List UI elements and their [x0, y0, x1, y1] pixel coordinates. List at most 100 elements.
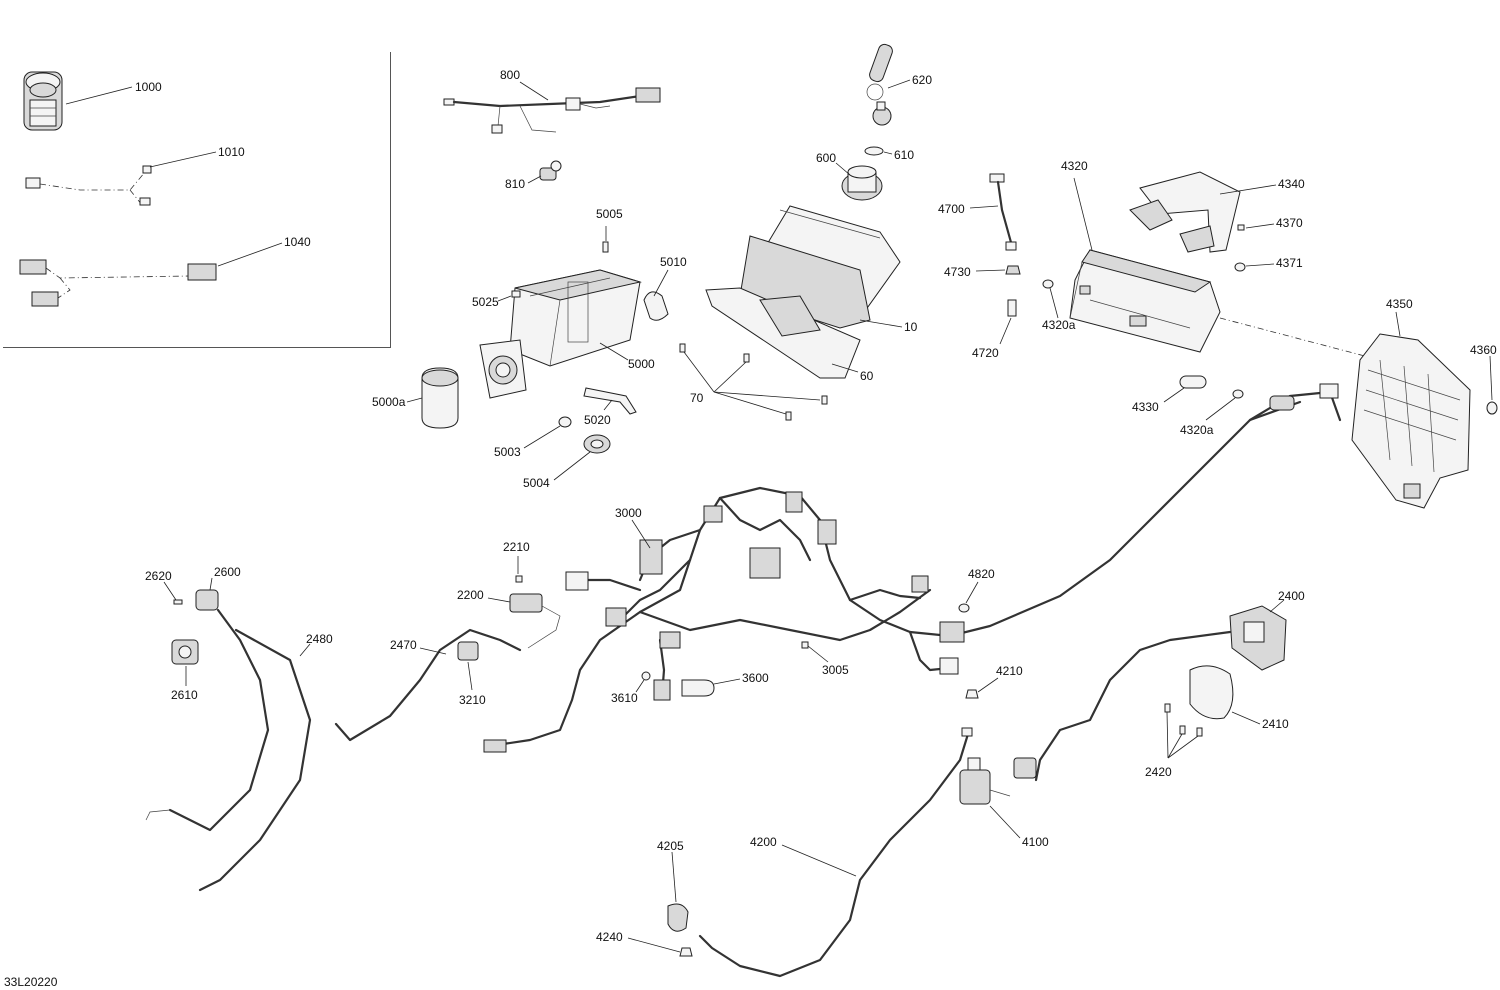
relay-icon	[959, 757, 1037, 805]
cap-810-icon	[539, 160, 562, 181]
callout-2610: 2610	[171, 688, 198, 702]
ignition-key-icon	[866, 43, 893, 126]
nut-4820-icon	[958, 603, 970, 613]
callout-620: 620	[912, 73, 932, 87]
callout-3610: 3610	[611, 691, 638, 705]
callout-70: 70	[690, 391, 704, 405]
nut-4210-icon	[965, 689, 979, 699]
callout-5003: 5003	[494, 445, 521, 459]
gasket-5004-icon	[583, 434, 611, 454]
callout-5005: 5005	[596, 207, 623, 221]
ignition-switch-icon	[841, 165, 883, 201]
callout-610: 610	[894, 148, 914, 162]
fuse-box-icon	[479, 269, 642, 399]
callout-5004: 5004	[523, 476, 550, 490]
callout-3005: 3005	[822, 663, 849, 677]
screw-5005-icon	[602, 241, 609, 253]
harness-2470-icon	[334, 628, 522, 742]
callout-2480: 2480	[306, 632, 333, 646]
nut-3610-icon	[641, 671, 651, 681]
module-2400-icon	[1034, 605, 1287, 782]
callout-2410: 2410	[1262, 717, 1289, 731]
callout-3210: 3210	[459, 693, 486, 707]
fuse-cover-5000a-icon	[421, 367, 459, 429]
nut-4320a-top-icon	[1042, 279, 1054, 289]
callout-4330: 4330	[1132, 400, 1159, 414]
adapter-harness-1010-icon	[25, 165, 152, 206]
callout-2210: 2210	[503, 540, 530, 554]
callout-4100: 4100	[1022, 835, 1049, 849]
washer-5003-icon	[558, 416, 572, 428]
callout-5025: 5025	[472, 295, 499, 309]
callout-4350: 4350	[1386, 297, 1413, 311]
bolt-4720-icon	[1007, 299, 1017, 317]
callout-4320a-bottom: 4320a	[1180, 423, 1214, 437]
screw-3005-icon	[801, 641, 809, 649]
terminal-boot-4205-icon	[667, 903, 689, 932]
callout-4720: 4720	[972, 346, 999, 360]
terminal-cover-4330-icon	[1179, 375, 1207, 389]
battery-cable-4200-icon	[698, 727, 973, 978]
callout-5000: 5000	[628, 357, 655, 371]
screw-2210-icon	[515, 575, 523, 583]
callout-4320: 4320	[1061, 159, 1088, 173]
bracket-4340-icon	[1129, 171, 1241, 253]
callout-4700: 4700	[938, 202, 965, 216]
callout-4340: 4340	[1278, 177, 1305, 191]
callout-5010: 5010	[660, 255, 687, 269]
nut-4240-icon	[679, 947, 693, 957]
nut-610-icon	[864, 146, 884, 156]
callout-4240: 4240	[596, 930, 623, 944]
callout-5000a: 5000a	[372, 395, 406, 409]
nut-4360-icon	[1486, 401, 1498, 415]
callout-4820: 4820	[968, 567, 995, 581]
callout-5020: 5020	[584, 413, 611, 427]
harness-2480-icon	[145, 608, 312, 892]
callout-600: 600	[816, 151, 836, 165]
callout-4320a-top: 4320a	[1042, 318, 1076, 332]
callout-2620: 2620	[145, 569, 172, 583]
ground-cable-4700-icon	[989, 173, 1017, 251]
callout-4370: 4370	[1276, 216, 1303, 230]
harness-1040-icon	[19, 259, 217, 307]
battery-icon	[1069, 249, 1221, 353]
battery-tray-4350-icon	[1351, 333, 1471, 509]
gauge-cluster-icon	[705, 205, 901, 379]
screw-2620-icon	[173, 599, 183, 605]
callout-60: 60	[860, 369, 874, 383]
callout-4205: 4205	[657, 839, 684, 853]
clamp-3600-icon	[681, 679, 715, 697]
harness-800-icon	[443, 87, 661, 134]
screws-70-icon	[679, 343, 828, 421]
callout-1000: 1000	[135, 80, 162, 94]
callout-4210: 4210	[996, 664, 1023, 678]
accessory-inset-frame	[3, 52, 391, 348]
callout-4730: 4730	[944, 265, 971, 279]
nut-4371-icon	[1234, 262, 1246, 272]
screws-2420-icon	[1164, 703, 1203, 737]
wiring-harness-icon	[483, 383, 1342, 753]
callout-2420: 2420	[1145, 765, 1172, 779]
callout-4360: 4360	[1470, 343, 1497, 357]
callout-810: 810	[505, 177, 525, 191]
callout-3000: 3000	[615, 506, 642, 520]
screw-5025-icon	[511, 290, 521, 298]
nut-4730-icon	[1005, 265, 1021, 275]
callout-4371: 4371	[1276, 256, 1303, 270]
callout-2200: 2200	[457, 588, 484, 602]
callout-1010: 1010	[218, 145, 245, 159]
cover-2410-icon	[1189, 665, 1234, 720]
callout-10: 10	[904, 320, 918, 334]
callout-4200: 4200	[750, 835, 777, 849]
clip-5010-icon	[643, 291, 669, 321]
lighter-socket-icon	[23, 71, 63, 131]
callout-1040: 1040	[284, 235, 311, 249]
bracket-5020-icon	[583, 387, 637, 415]
sensor-2200-icon	[509, 593, 561, 649]
nut-4320a-bottom-icon	[1232, 389, 1244, 399]
drawing-code: 33L20220	[4, 975, 58, 989]
callout-2470: 2470	[390, 638, 417, 652]
callout-800: 800	[500, 68, 520, 82]
connector-2600-icon	[195, 589, 219, 611]
